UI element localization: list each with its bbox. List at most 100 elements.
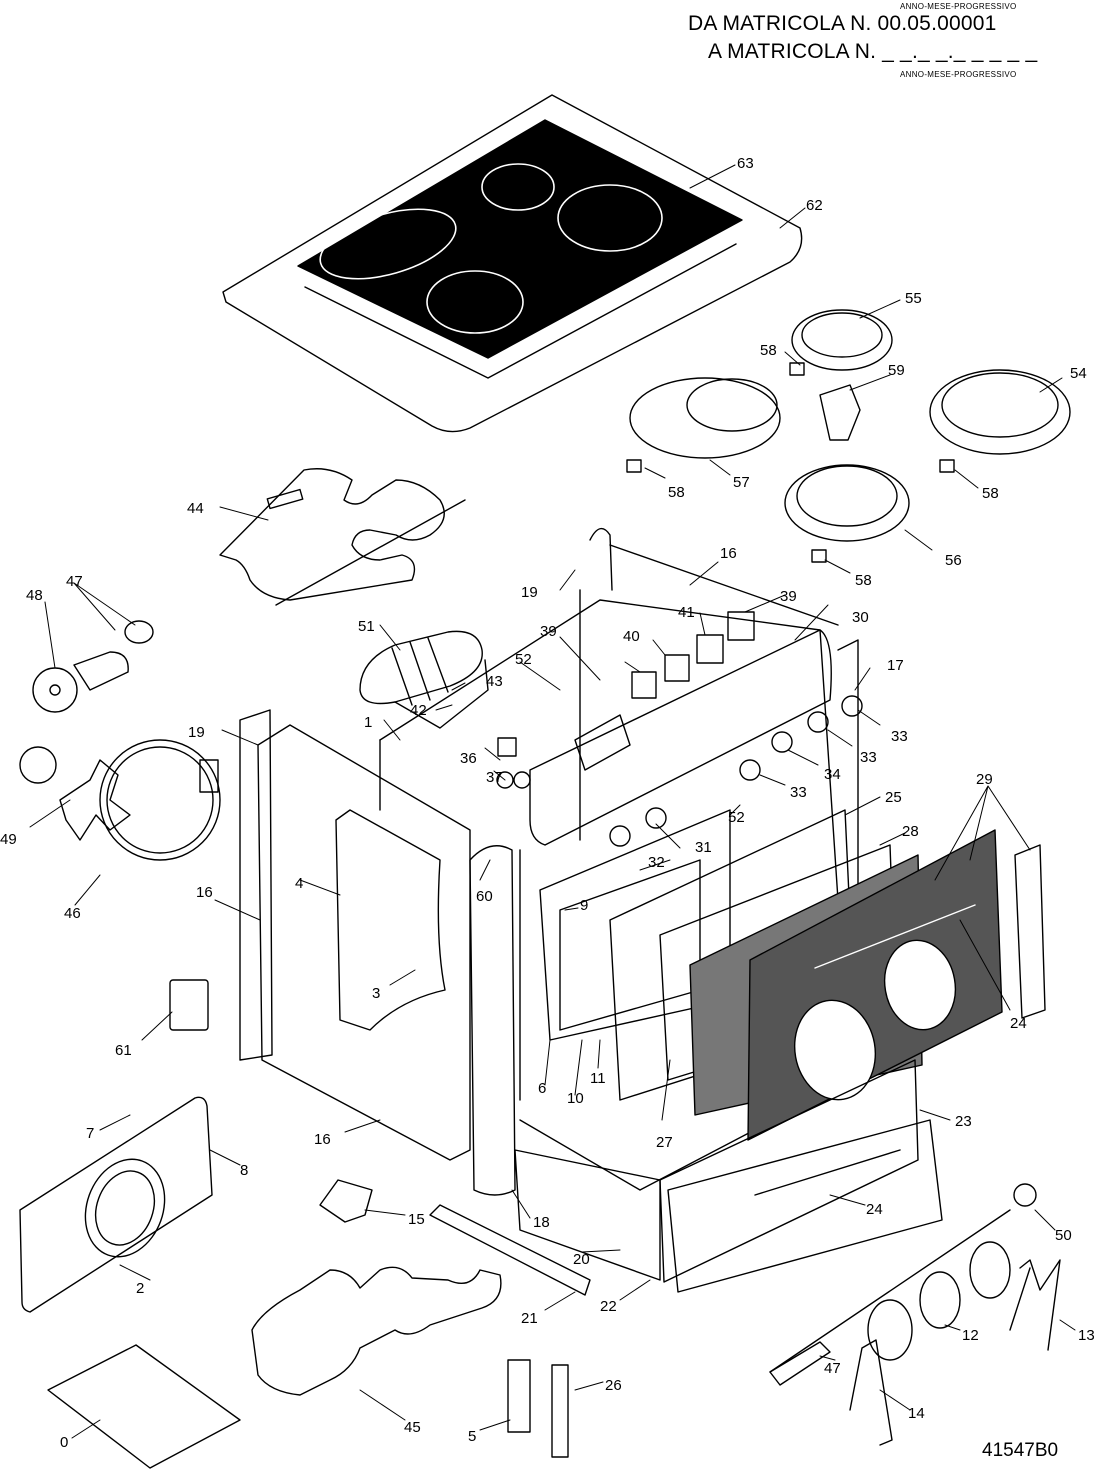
spit-rod — [769, 1209, 1011, 1373]
side-rail-29 — [1014, 844, 1046, 1019]
cabinet-body — [379, 599, 851, 1191]
label-47a: 47 — [66, 573, 83, 590]
label-48: 48 — [26, 587, 43, 604]
lamp-36 — [496, 771, 514, 789]
label-56: 56 — [945, 552, 962, 569]
label-15: 15 — [408, 1211, 425, 1228]
label-52a: 52 — [515, 651, 532, 668]
label-23: 23 — [955, 1113, 972, 1130]
label-58c: 58 — [982, 485, 999, 502]
label-0: 0 — [60, 1434, 68, 1451]
label-58a: 58 — [760, 342, 777, 359]
knob-31 — [645, 807, 667, 829]
label-25: 25 — [885, 789, 902, 806]
clip-58a — [789, 362, 805, 376]
label-29: 29 — [976, 771, 993, 788]
label-2: 2 — [136, 1280, 144, 1297]
label-47b: 47 — [824, 1360, 841, 1377]
switch-40 — [664, 654, 690, 682]
oven-shelf-9 — [559, 859, 701, 1031]
drawer-rail — [429, 1204, 591, 1296]
label-28: 28 — [902, 823, 919, 840]
label-16a: 16 — [720, 545, 737, 562]
label-44: 44 — [187, 500, 204, 517]
label-30: 30 — [852, 609, 869, 626]
label-42: 42 — [410, 702, 427, 719]
label-33b: 33 — [860, 749, 877, 766]
drawer-front — [667, 1119, 943, 1293]
label-55: 55 — [905, 290, 922, 307]
label-39a: 39 — [780, 588, 797, 605]
drawer-back — [659, 1059, 919, 1283]
label-11: 11 — [590, 1070, 606, 1087]
thermostat-block — [169, 979, 209, 1031]
spit-fork-b — [919, 1271, 961, 1329]
label-17: 17 — [887, 657, 904, 674]
label-58d: 58 — [855, 572, 872, 589]
label-59: 59 — [888, 362, 905, 379]
hob-plate-54 — [929, 369, 1071, 455]
label-4: 4 — [295, 875, 303, 892]
knob-33c — [739, 759, 761, 781]
switch-39 — [631, 671, 657, 699]
label-19b: 19 — [188, 724, 205, 741]
hob-plate-56 — [784, 464, 910, 542]
label-52b: 52 — [728, 809, 745, 826]
label-24a: 24 — [1010, 1015, 1027, 1032]
clip-58b — [626, 459, 642, 473]
label-5: 5 — [468, 1428, 476, 1445]
label-6: 6 — [538, 1080, 546, 1097]
circular-element — [99, 739, 221, 861]
label-3: 3 — [372, 985, 380, 1002]
document-code: 41547B0 — [982, 1440, 1059, 1461]
label-9: 9 — [580, 897, 588, 914]
drawer-body — [514, 1149, 661, 1281]
lamp-holder-37 — [497, 737, 517, 757]
label-39b: 39 — [540, 623, 557, 640]
label-43: 43 — [486, 673, 503, 690]
side-panel-left — [257, 724, 471, 1161]
label-32: 32 — [648, 854, 665, 871]
label-16b: 16 — [196, 884, 213, 901]
header-bottom-caption: ANNO-MESE-PROGRESSIVO — [900, 70, 1017, 79]
back-panel — [19, 1096, 213, 1313]
label-49: 49 — [0, 831, 17, 848]
label-50: 50 — [1055, 1227, 1072, 1244]
label-7: 7 — [86, 1125, 94, 1142]
shaft-washer — [32, 667, 78, 713]
clip-58d — [811, 549, 827, 563]
label-62: 62 — [806, 197, 823, 214]
label-51: 51 — [358, 618, 375, 635]
instruction-booklet — [47, 1344, 241, 1469]
fan-motor — [359, 630, 483, 705]
part-labels: 63 62 55 58 59 54 57 58 58 56 58 44 16 1… — [0, 155, 1095, 1451]
label-18: 18 — [533, 1214, 550, 1231]
bracket-15 — [319, 1179, 373, 1223]
knob-34 — [771, 731, 793, 753]
front-pillar — [469, 845, 516, 1196]
terminal-59 — [819, 384, 861, 441]
label-31: 31 — [695, 839, 712, 856]
header-from-serial: DA MATRICOLA N. 00.05.00001 — [688, 12, 997, 35]
label-41: 41 — [678, 604, 695, 621]
switch-41 — [696, 634, 724, 664]
bottom-element — [251, 1266, 502, 1396]
label-33c: 33 — [790, 784, 807, 801]
insulation — [335, 809, 446, 1031]
shaft-bushing — [73, 651, 129, 691]
label-33a: 33 — [891, 728, 908, 745]
label-37: 37 — [486, 769, 503, 786]
label-14: 14 — [908, 1405, 925, 1422]
cooktop-frame — [222, 94, 803, 433]
hinge-26 — [551, 1364, 569, 1458]
spit-fork-a — [867, 1299, 913, 1361]
fan-blade — [19, 746, 57, 784]
label-19a: 19 — [521, 584, 538, 601]
control-panel — [529, 629, 832, 846]
hob-plate-55 — [791, 309, 893, 371]
label-54: 54 — [1070, 365, 1087, 382]
label-10: 10 — [567, 1090, 584, 1107]
label-20: 20 — [573, 1251, 590, 1268]
knob-33b — [807, 711, 829, 733]
